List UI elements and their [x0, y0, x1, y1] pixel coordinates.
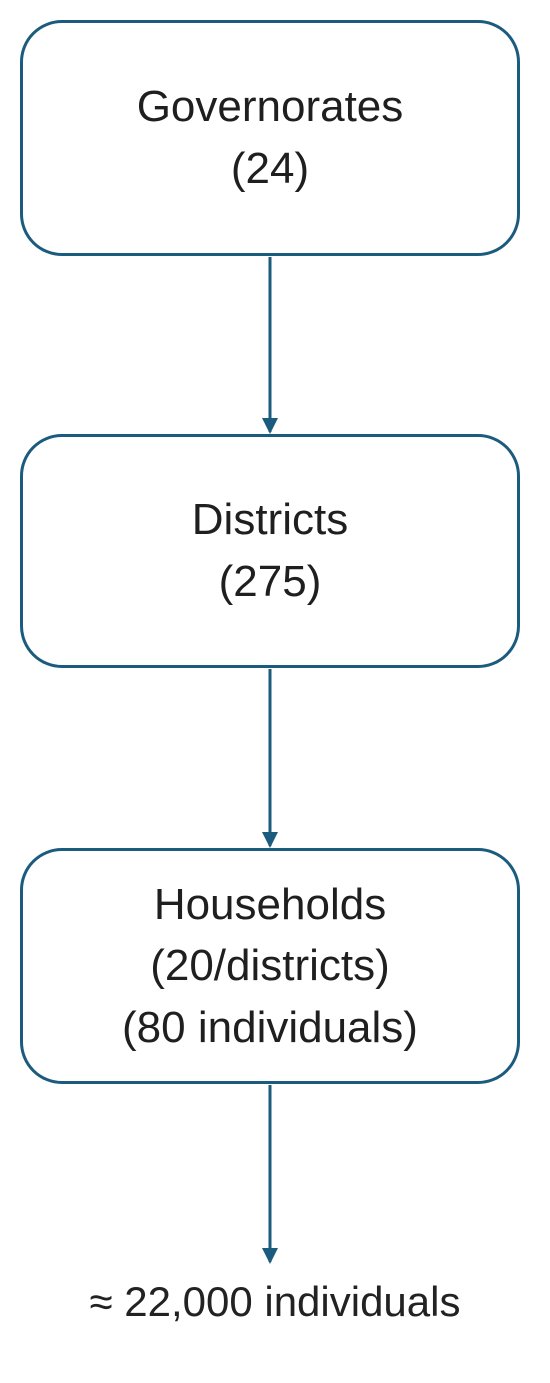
node-governorates-label: Governorates — [136, 82, 404, 132]
node-governorates-count: (24) — [230, 144, 310, 193]
node-governorates: Governorates (24) — [20, 20, 520, 256]
arrowhead-2 — [262, 832, 278, 848]
node-households-per-district: (20/districts) — [150, 941, 390, 991]
arrowhead-1 — [262, 418, 278, 434]
node-districts-count: (275) — [218, 557, 322, 606]
node-households-individuals: (80 individuals) — [122, 1002, 418, 1052]
node-households-label: Households — [153, 879, 387, 929]
total-individuals: ≈ 22,000 individuals — [89, 1278, 461, 1325]
arrowhead-3 — [262, 1248, 278, 1264]
node-households: Households (20/districts) (80 individual… — [20, 848, 520, 1084]
node-districts: Districts (275) — [20, 434, 520, 668]
node-districts-label: Districts — [191, 495, 349, 545]
